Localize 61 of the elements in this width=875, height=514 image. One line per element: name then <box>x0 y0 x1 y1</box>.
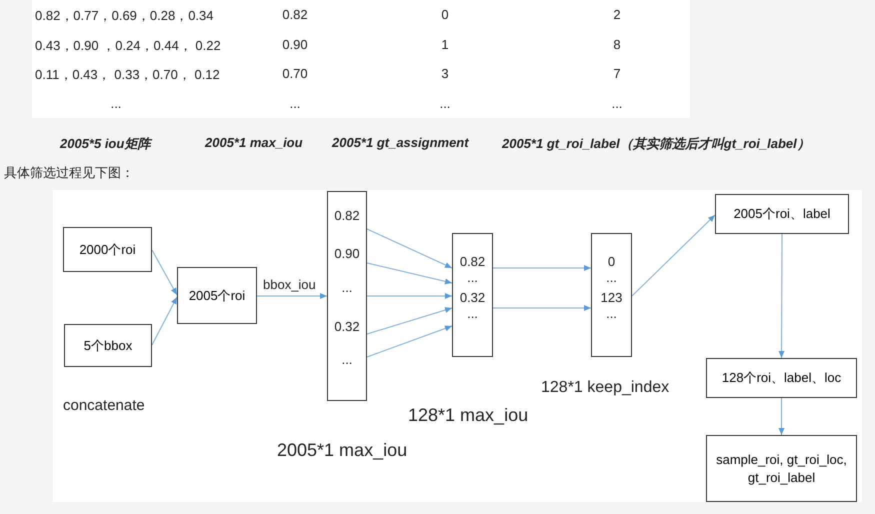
value-text: 0 <box>606 254 616 269</box>
value-text: ... <box>340 280 354 295</box>
operation-label: concatenate <box>63 397 145 414</box>
arrow <box>366 307 452 334</box>
process-box: 2000个roi <box>63 227 152 272</box>
value-text: 123 <box>600 290 624 305</box>
process-box: 5个bbox <box>64 324 152 367</box>
value-text: 0.90 <box>333 246 361 261</box>
caption-text: 128*1 keep_index <box>541 379 670 397</box>
table-cell: 0.43，0.90 ，0.24，0.44， 0.22 <box>35 37 221 55</box>
table-cell: 0.82，0.77，0.69，0.28，0.34 <box>35 7 214 25</box>
value-text: 0.32 <box>458 290 486 305</box>
value-text: ... <box>605 270 618 285</box>
table-cell: 0 <box>441 7 449 22</box>
arrow <box>152 250 178 296</box>
table-cell: 8 <box>613 37 621 52</box>
value-text: 0.82 <box>333 208 361 223</box>
column-caption: 2005*1 max_iou <box>205 135 303 150</box>
value-text: ... <box>340 352 354 367</box>
table-cell: ... <box>440 96 450 111</box>
value-column <box>591 233 632 357</box>
value-text: 0.82 <box>458 254 486 269</box>
table-cell: 0.90 <box>282 37 308 52</box>
process-box: 2005个roi <box>177 267 257 324</box>
caption-text: 2005*1 max_iou <box>277 440 408 461</box>
table-cell: ... <box>290 96 300 111</box>
intro-text: 具体筛选过程见下图： <box>4 164 134 182</box>
table-cell: ... <box>110 96 122 111</box>
table-cell: 0.70 <box>282 66 308 81</box>
arrow <box>366 293 452 299</box>
arrow <box>366 228 452 268</box>
arrow <box>492 265 592 271</box>
value-column <box>452 233 493 357</box>
process-box: sample_roi, gt_roi_loc, gt_roi_label <box>706 435 857 502</box>
value-text: ... <box>466 306 479 321</box>
arrow <box>256 293 328 299</box>
table-cell: 0.11，0.43， 0.33，0.70， 0.12 <box>35 66 220 84</box>
process-box: 128个roi、label、loc <box>706 358 857 398</box>
column-caption: 2005*1 gt_roi_label（其实筛选后才叫gt_roi_label） <box>502 135 810 153</box>
edge-label: bbox_iou <box>263 277 316 292</box>
process-box: 2005个roi、label <box>715 194 849 234</box>
arrow <box>152 296 178 346</box>
table-cell: 0.82 <box>282 7 308 22</box>
table-cell: 7 <box>613 66 621 81</box>
column-caption: 2005*1 gt_assignment <box>332 135 469 150</box>
table-cell: 1 <box>441 37 449 52</box>
arrow <box>778 234 785 358</box>
arrow <box>778 398 784 436</box>
value-text: ... <box>605 306 618 321</box>
table-cell: 2 <box>613 7 621 22</box>
arrow <box>492 305 592 311</box>
value-text: ... <box>466 270 479 285</box>
table-cell: ... <box>612 96 622 111</box>
column-caption: 2005*5 iou矩阵 <box>60 135 150 153</box>
arrow <box>632 214 716 296</box>
value-text: 0.32 <box>333 319 361 334</box>
caption-text: 128*1 max_iou <box>408 405 528 426</box>
arrow <box>366 326 452 358</box>
table-cell: 3 <box>441 66 449 81</box>
value-column <box>327 191 367 401</box>
arrow <box>366 262 452 284</box>
